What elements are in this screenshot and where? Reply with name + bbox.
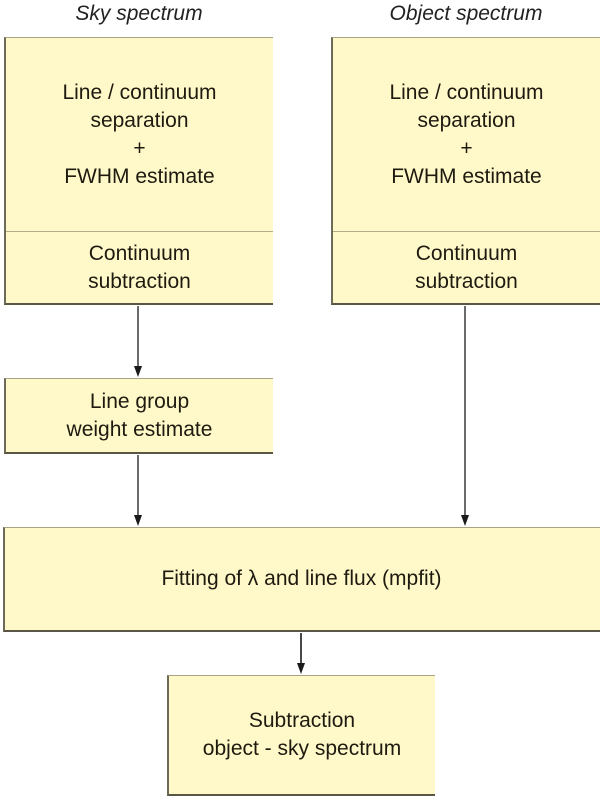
box-text-line: Line / continuum	[62, 80, 217, 104]
box-text-line: separation	[417, 108, 516, 132]
box-text-line: subtraction	[88, 269, 191, 293]
box-text-line: Continuum	[88, 241, 191, 265]
box-text-line: Continuum	[415, 241, 518, 265]
arrow-line-group-to-fitting	[134, 455, 142, 526]
arrow-fitting-to-subtraction	[297, 633, 305, 674]
box-text-line: weight estimate	[66, 417, 213, 441]
fitting-box: Fitting of λ and line flux (mpfit)	[3, 527, 600, 632]
box-text-line: FWHM estimate	[391, 164, 542, 188]
line-group-weight-box: Line group weight estimate	[4, 378, 273, 454]
arrow-head	[461, 515, 469, 526]
object-continuum-subtraction-section: Continuum subtraction	[333, 232, 600, 303]
box-text-line: +	[460, 136, 473, 160]
sky-spectrum-box: Line / continuum separation + FWHM estim…	[4, 37, 273, 305]
sky-line-continuum-section: Line / continuum separation + FWHM estim…	[6, 38, 273, 231]
box-text-line: FWHM estimate	[64, 164, 215, 188]
sky-spectrum-title: Sky spectrum	[75, 2, 203, 25]
arrow-head	[297, 663, 305, 674]
arrow-head	[134, 366, 142, 377]
section-divider	[6, 231, 273, 232]
sky-continuum-subtraction-section: Continuum subtraction	[6, 232, 273, 303]
box-text-line: +	[133, 136, 146, 160]
subtraction-box: Subtraction object - sky spectrum	[167, 675, 435, 796]
box-text-line: object - sky spectrum	[202, 737, 402, 760]
object-spectrum-title: Object spectrum	[389, 2, 543, 25]
object-spectrum-box: Line / continuum separation + FWHM estim…	[331, 37, 600, 305]
arrow-object-to-fitting	[461, 306, 469, 526]
box-text-line: subtraction	[415, 269, 518, 293]
box-text-line: Line / continuum	[389, 80, 544, 104]
fitting-text: Fitting of λ and line flux (mpfit)	[161, 567, 442, 590]
arrow-sky-to-line-group	[134, 306, 142, 377]
box-text-line: separation	[90, 108, 189, 132]
object-line-continuum-section: Line / continuum separation + FWHM estim…	[333, 38, 600, 231]
box-text-line: Subtraction	[248, 709, 356, 732]
box-text-line: Line group	[89, 389, 190, 413]
section-divider	[333, 231, 600, 232]
arrow-head	[134, 515, 142, 526]
